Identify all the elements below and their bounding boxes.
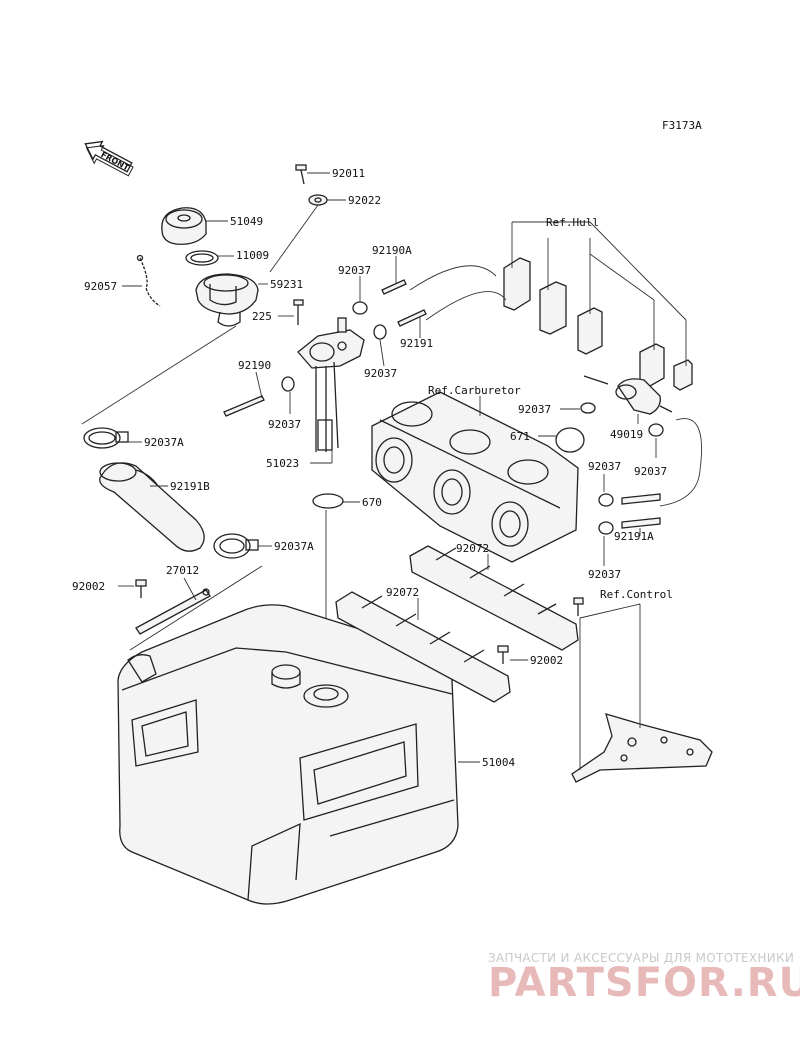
callout-92191A: 92191A: [614, 530, 654, 543]
callout-92037-g: 92037: [588, 568, 621, 581]
gasket-11009: [185, 250, 234, 266]
clamp-92037-e: [648, 418, 703, 507]
fuel-cap-51049: [161, 207, 228, 245]
callout-92057: 92057: [84, 280, 117, 293]
clamp-92037-g: [598, 521, 614, 566]
fuel-valve-51023: [297, 317, 365, 464]
bolt-92011: [295, 164, 330, 185]
bolt-92002-a: [118, 579, 147, 598]
callout-92002-a: 92002: [72, 580, 105, 593]
callout-51004: 51004: [482, 756, 515, 769]
clamp-92037-d: [560, 402, 596, 414]
watermark-tagline: ЗАПЧАСТИ И АКСЕССУАРЫ ДЛЯ МОТОТЕХНИКИ: [488, 951, 794, 965]
ref-carburetor-label: Ref.Carburetor: [428, 384, 521, 397]
pipe-92190A: [381, 256, 407, 295]
callout-59231: 59231: [270, 278, 303, 291]
clamp-92037-b: [373, 324, 387, 367]
callout-92022: 92022: [348, 194, 381, 207]
hose-92191B: [99, 462, 205, 552]
control-bracket: [571, 597, 713, 783]
callout-49019: 49019: [610, 428, 643, 441]
clamp-92037-a: [352, 276, 368, 315]
fuel-filter-49019: [583, 375, 673, 424]
ref-hull-label: Ref.Hull: [546, 216, 599, 229]
pad-92072-lower: [335, 591, 511, 703]
callout-92037-a: 92037: [338, 264, 371, 277]
filler-neck-59231: [195, 273, 268, 327]
callout-92072-a: 92072: [456, 542, 489, 555]
callout-225: 225: [252, 310, 272, 323]
o-ring-671: [538, 427, 585, 453]
callout-671: 671: [510, 430, 530, 443]
pipes-92191A: [621, 493, 661, 536]
callout-92037-e: 92037: [634, 465, 667, 478]
callout-92191B: 92191B: [170, 480, 210, 493]
clamp-92037-f: [598, 474, 614, 507]
callout-92037A-a: 92037A: [144, 436, 184, 449]
callout-92191: 92191: [400, 337, 433, 350]
bolt-92002-b: [497, 645, 528, 664]
callout-92037A-b: 92037A: [274, 540, 314, 553]
callout-92072-b: 92072: [386, 586, 419, 599]
callout-11009: 11009: [236, 249, 269, 262]
pipe-92191: [397, 309, 427, 338]
callout-51023: 51023: [266, 457, 299, 470]
callout-51049: 51049: [230, 215, 263, 228]
callout-92037-c: 92037: [268, 418, 301, 431]
clamp-92037A-top: [83, 427, 142, 449]
clamp-92037-c: [281, 376, 295, 414]
callout-27012: 27012: [166, 564, 199, 577]
diagram-code: F3173A: [662, 119, 702, 132]
callout-670: 670: [362, 496, 382, 509]
callout-92190: 92190: [238, 359, 271, 372]
fuel-tank-51004: [117, 604, 480, 905]
ref-control-label: Ref.Control: [600, 588, 673, 601]
callout-92037-f: 92037: [588, 460, 621, 473]
carburetor-assembly: [371, 391, 579, 563]
strap-92057: [122, 254, 161, 307]
washer-92022: [269, 194, 346, 273]
bolt-225: [278, 299, 304, 325]
pipe-92190: [223, 371, 265, 417]
callout-92011: 92011: [332, 167, 365, 180]
callout-92037-d: 92037: [518, 403, 551, 416]
callout-92190A: 92190A: [372, 244, 412, 257]
pad-92072-upper: [409, 545, 579, 651]
hull-brackets: [409, 221, 693, 391]
callout-92002-b: 92002: [530, 654, 563, 667]
callout-92037-b: 92037: [364, 367, 397, 380]
band-27012: [135, 577, 211, 635]
front-arrow-icon: FRONT: [84, 140, 134, 177]
watermark-logo: PARTSFOR.RU: [488, 960, 800, 1006]
clamp-92037A-bottom: [213, 533, 272, 559]
